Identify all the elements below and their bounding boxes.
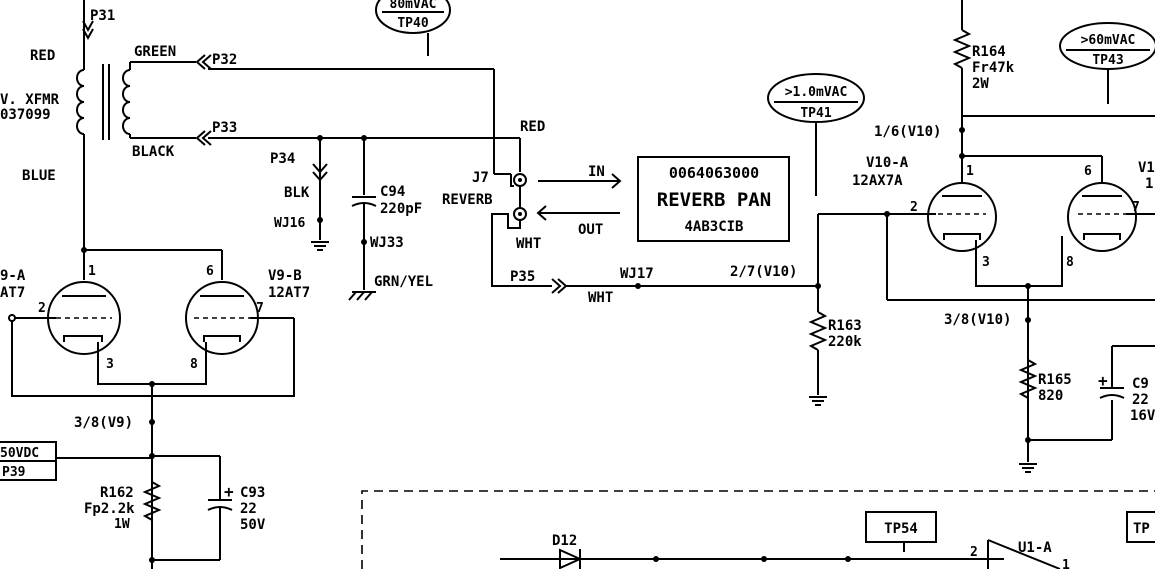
label-v10a-type: 12AX7A <box>852 173 903 189</box>
pin-v9b-7: 7 <box>256 301 264 316</box>
label-r165: R165 <box>1038 372 1072 388</box>
label-r163: R163 <box>828 318 862 334</box>
reverb-send-wiring <box>195 54 521 301</box>
label-red-left: RED <box>30 48 55 64</box>
pin-v9a-2: 2 <box>38 301 46 316</box>
pin-v10b-6: 6 <box>1084 164 1092 179</box>
label-p32: P32 <box>212 52 237 68</box>
label-p33: P33 <box>212 120 237 136</box>
label-red-jack: RED <box>520 119 545 135</box>
v10-stage <box>884 0 1155 473</box>
tp40-value: 80mVAC <box>390 0 437 12</box>
label-wj33: WJ33 <box>370 235 404 251</box>
pin-v10b-8: 8 <box>1066 255 1074 270</box>
label-r163-val: 220k <box>828 334 862 350</box>
label-pin-38-v10: 3/8(V10) <box>944 312 1011 328</box>
label-c95-a: 22 <box>1132 392 1149 408</box>
label-pin-27: 2/7(V10) <box>730 264 797 280</box>
j7-reverb-jack <box>491 173 622 287</box>
label-xfmr-b: 037099 <box>0 107 51 123</box>
label-p34: P34 <box>270 151 295 167</box>
input-transformer <box>76 0 196 250</box>
tp39-value: 50VDC <box>0 446 39 461</box>
label-r164: R164 <box>972 44 1006 60</box>
pin-v9b-8: 8 <box>190 357 198 372</box>
label-v9a: 9-A <box>0 268 26 284</box>
reverb-pan-box <box>637 156 790 242</box>
label-in: IN <box>588 164 605 180</box>
tp40-label: TP40 <box>397 16 428 31</box>
tp43-value: >60mVAC <box>1081 33 1136 48</box>
label-r164-a: Fr47k <box>972 60 1015 76</box>
pin-u1-1: 1 <box>1062 558 1070 569</box>
label-wj16: WJ16 <box>274 216 305 231</box>
label-c94-val: 220pF <box>380 201 422 217</box>
label-v9b-type: 12AT7 <box>268 285 310 301</box>
pin-v9a-1: 1 <box>88 264 96 279</box>
label-c93-plus: + <box>224 482 234 501</box>
tp-right-label: TP <box>1133 521 1150 537</box>
tp54-label: TP54 <box>884 521 918 537</box>
label-blue: BLUE <box>22 168 56 184</box>
label-v9a-type: AT7 <box>0 285 25 301</box>
label-wht-jack: WHT <box>516 236 541 252</box>
lower-circuit-region <box>361 490 1155 569</box>
label-v10a: V10-A <box>866 155 909 171</box>
label-blk: BLK <box>284 185 310 201</box>
label-out: OUT <box>578 222 603 238</box>
label-v10b-b: 1 <box>1145 176 1153 192</box>
pin-v10b-7: 7 <box>1132 200 1140 215</box>
label-c94: C94 <box>380 184 405 200</box>
tp39-box <box>0 441 152 481</box>
label-v9b: V9-B <box>268 268 302 284</box>
label-d12: D12 <box>552 533 577 549</box>
label-c95: C9 <box>1132 376 1149 392</box>
pin-v10a-2: 2 <box>910 200 918 215</box>
label-wht-wire: WHT <box>588 290 613 306</box>
label-black: BLACK <box>132 144 175 160</box>
label-pin-38-v9: 3/8(V9) <box>74 415 133 431</box>
label-green: GREEN <box>134 44 176 60</box>
label-j7: J7 <box>472 170 489 186</box>
label-r162-a: Fp2.2k <box>84 501 135 517</box>
label-r162: R162 <box>100 485 134 501</box>
label-p31: P31 <box>90 8 115 24</box>
label-pin-16: 1/6(V10) <box>874 124 941 140</box>
pin-v10a-1: 1 <box>966 164 974 179</box>
label-c93-b: 50V <box>240 517 266 533</box>
pin-u1-2: 2 <box>970 545 978 560</box>
v9-stage <box>8 247 295 569</box>
label-r162-b: 1W <box>114 517 130 532</box>
label-p35: P35 <box>510 269 535 285</box>
label-c95-b: 16V <box>1130 408 1155 424</box>
pin-v10a-3: 3 <box>982 255 990 270</box>
label-c93: C93 <box>240 485 265 501</box>
label-v10b-a: V1 <box>1138 160 1155 176</box>
tp40-balloon <box>375 0 451 34</box>
tp43-label: TP43 <box>1092 53 1123 68</box>
label-reverb: REVERB <box>442 192 493 208</box>
pin-v9a-3: 3 <box>106 357 114 372</box>
reverb-pan-part: 0064063000 <box>669 164 759 182</box>
reverb-return-wiring <box>551 213 887 406</box>
tp39-label: P39 <box>2 465 25 480</box>
label-c95-plus: + <box>1098 371 1108 390</box>
label-grnyel: GRN/YEL <box>374 274 433 290</box>
label-c93-a: 22 <box>240 501 257 517</box>
pin-v9b-6: 6 <box>206 264 214 279</box>
label-xfmr-a: V. XFMR <box>0 92 60 108</box>
label-r164-b: 2W <box>972 76 989 92</box>
reverb-pan-code: 4AB3CIB <box>684 219 743 235</box>
tp41-label: TP41 <box>800 106 831 121</box>
label-r165-val: 820 <box>1038 388 1063 404</box>
label-wj17: WJ17 <box>620 266 654 282</box>
tp41-value: >1.0mVAC <box>785 85 848 100</box>
reverb-pan-name: REVERB PAN <box>657 189 771 211</box>
label-u1a: U1-A <box>1018 540 1052 556</box>
